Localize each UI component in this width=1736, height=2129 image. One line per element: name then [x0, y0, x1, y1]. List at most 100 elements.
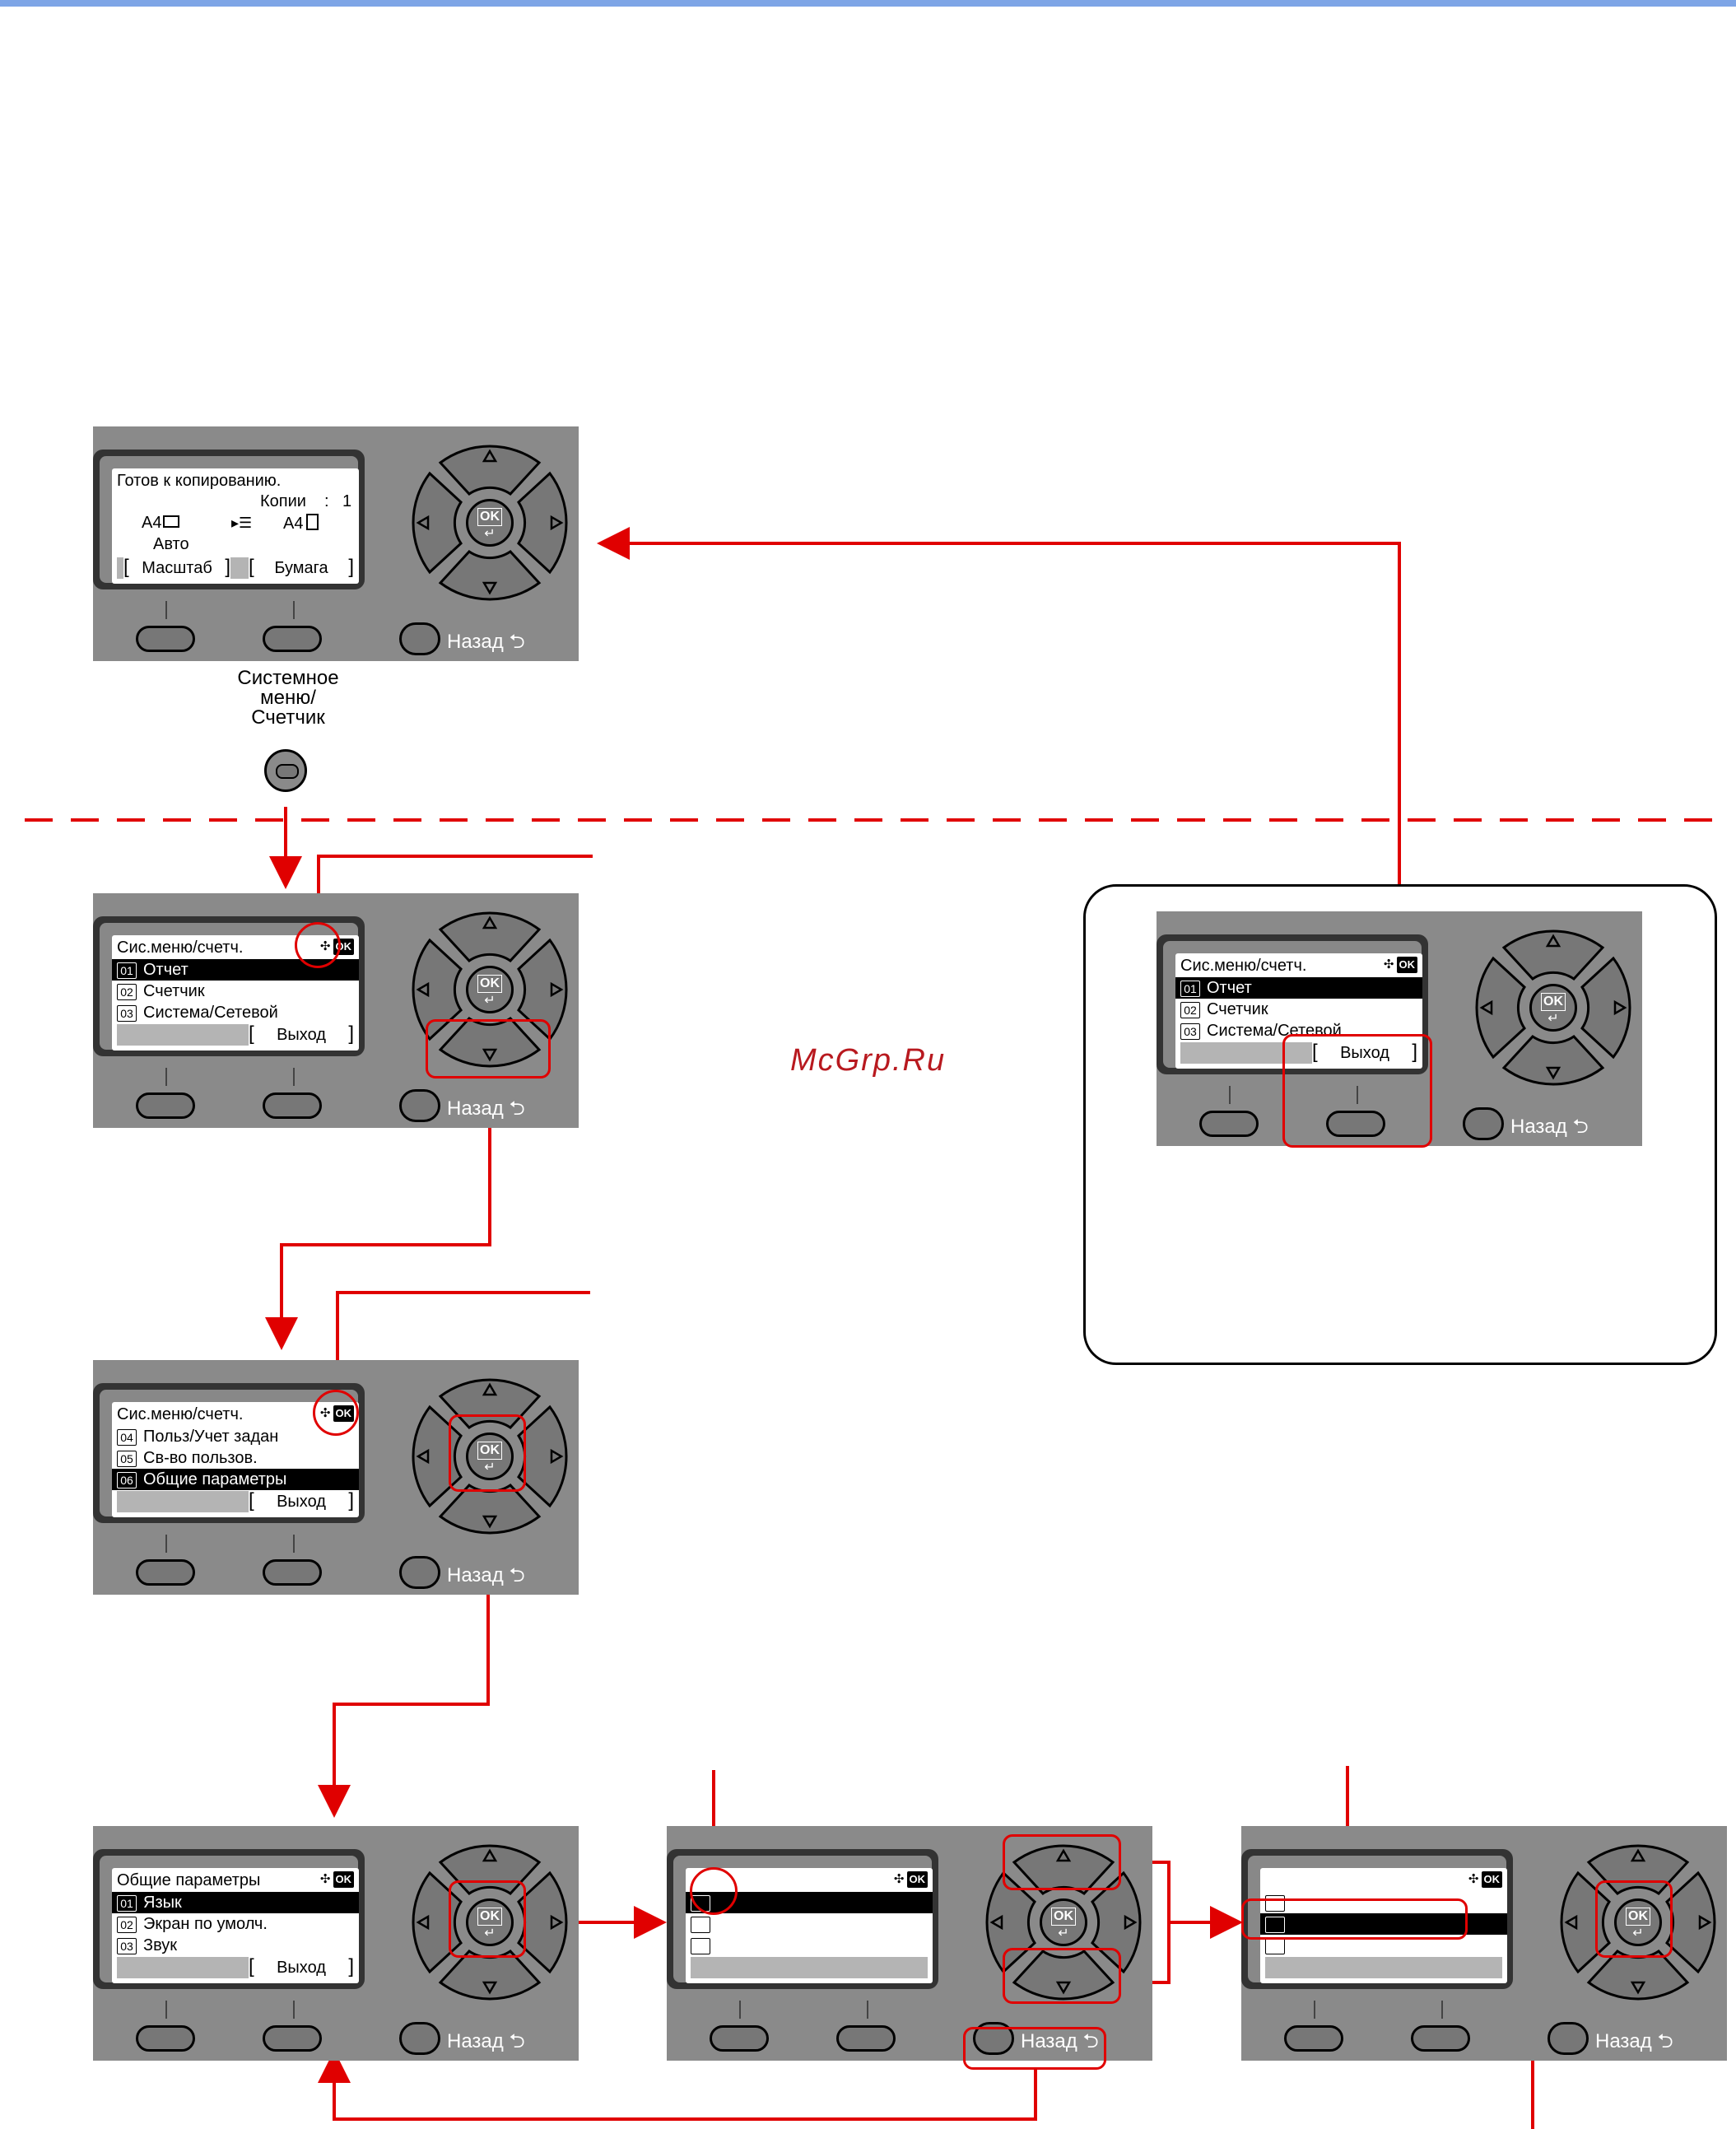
softkey-exit-label: Выход	[277, 1493, 326, 1511]
landscape-icon	[163, 515, 180, 528]
ok-button[interactable]: OK↵	[1040, 1898, 1087, 1946]
left-select-button[interactable]	[1284, 2025, 1343, 2052]
dpad-left	[412, 471, 463, 575]
highlight-back-button	[963, 2027, 1106, 2070]
list-item[interactable]	[686, 1913, 933, 1935]
ok-badge-icon: OK	[1396, 957, 1417, 973]
back-text: Назад	[447, 2030, 504, 2052]
left-select-button[interactable]	[1199, 1111, 1259, 1137]
highlight-down-button	[1003, 1948, 1121, 2004]
softkey-bar: [Выход]	[117, 1957, 354, 1978]
softkey-tick-left	[1229, 1086, 1231, 1104]
lcd-screen-ready: Готов к копированию. Копии : 1 A4 ▸☰ A4 …	[112, 468, 359, 584]
right-select-button[interactable]	[1326, 1111, 1385, 1137]
softkey-exit[interactable]: [Выход]	[249, 1489, 354, 1512]
paper-size: A4	[283, 514, 319, 533]
item-label: Счетчик	[1207, 1000, 1268, 1018]
list-item[interactable]	[1260, 1892, 1507, 1913]
softkey-paper-label: Бумага	[274, 559, 328, 577]
ok-button[interactable]: OK↵	[1614, 1898, 1662, 1946]
caption-line-1: Системное	[237, 667, 339, 689]
ok-label: OK	[1541, 993, 1566, 1011]
softkey-exit[interactable]: [Выход]	[249, 1023, 354, 1046]
ok-button[interactable]: OK↵	[1529, 984, 1577, 1032]
ok-button[interactable]: OK↵	[466, 1898, 514, 1946]
item-label: Система/Сетевой	[143, 1004, 278, 1022]
right-select-button[interactable]	[1411, 2025, 1470, 2052]
system-menu-counter-button[interactable]	[264, 749, 307, 792]
item-number	[691, 1916, 710, 1933]
item-number: 02	[117, 1916, 137, 1933]
item-label: Экран по умолч.	[143, 1915, 268, 1933]
screen-title: Общие параметры	[117, 1871, 261, 1889]
left-select-button[interactable]	[136, 626, 195, 652]
ok-label: OK	[477, 1442, 502, 1460]
item-number	[691, 1937, 710, 1954]
ok-button[interactable]: OK↵	[466, 966, 514, 1013]
dpad-down	[1012, 1950, 1115, 2001]
button-lamp-icon	[276, 764, 299, 779]
softkey-exit[interactable]: [Выход]	[1312, 1041, 1417, 1064]
left-select-button[interactable]	[136, 1092, 195, 1119]
right-select-button[interactable]	[263, 1092, 322, 1119]
dpad: OK↵	[403, 436, 576, 609]
copies-value: 1	[342, 492, 352, 510]
dpad-up	[1501, 929, 1605, 981]
ok-label: OK	[1051, 1908, 1076, 1926]
back-button[interactable]	[399, 2022, 440, 2055]
back-button[interactable]	[1463, 1107, 1504, 1140]
right-select-button[interactable]	[263, 2025, 322, 2052]
screen-title: Сис.меню/счетч.	[1180, 957, 1307, 975]
item-number	[1265, 1937, 1285, 1954]
list-item[interactable]: 02 Экран по умолч.	[112, 1913, 359, 1935]
back-button[interactable]	[399, 1556, 440, 1589]
highlight-ok-button-general	[449, 1880, 526, 1958]
back-icon: ⮌	[509, 1564, 525, 1586]
callout-nav-2	[336, 1291, 590, 1391]
back-button[interactable]	[1548, 2022, 1589, 2055]
ok-button[interactable]: OK↵	[466, 499, 514, 547]
softkey-tick-right	[293, 1535, 295, 1553]
softkey-exit[interactable]: [Выход]	[249, 1955, 354, 1978]
enter-icon: ↵	[484, 994, 496, 1008]
right-select-button[interactable]	[263, 626, 322, 652]
back-text: Назад	[1595, 2030, 1652, 2052]
item-label: Звук	[143, 1936, 178, 1954]
left-select-button[interactable]	[136, 1559, 195, 1586]
dpad-right	[1665, 1870, 1716, 1974]
left-select-button[interactable]	[136, 2025, 195, 2052]
right-select-button[interactable]	[836, 2025, 896, 2052]
softkey-tick-left	[165, 1535, 167, 1553]
nav-ok-icon: ✣OK	[1468, 1871, 1502, 1888]
softkey-zoom[interactable]: [Масштаб]	[123, 556, 230, 579]
softkey-paper[interactable]: [Бумага]	[249, 556, 354, 579]
back-button[interactable]	[399, 1089, 440, 1122]
back-button[interactable]	[399, 622, 440, 655]
original-size-value: A4	[142, 514, 162, 532]
flow-ok-to-general	[318, 1486, 490, 1818]
left-select-button[interactable]	[710, 2025, 769, 2052]
enter-icon: ↵	[484, 1460, 496, 1474]
ok-button[interactable]: OK↵	[466, 1433, 514, 1480]
highlight-exit-softkey	[1282, 1034, 1432, 1148]
right-select-button[interactable]	[263, 1559, 322, 1586]
back-icon: ⮌	[1572, 1116, 1589, 1138]
caption-line-2: меню/	[260, 687, 316, 709]
list-item[interactable]	[686, 1935, 933, 1956]
dpad-left	[1475, 956, 1526, 1060]
